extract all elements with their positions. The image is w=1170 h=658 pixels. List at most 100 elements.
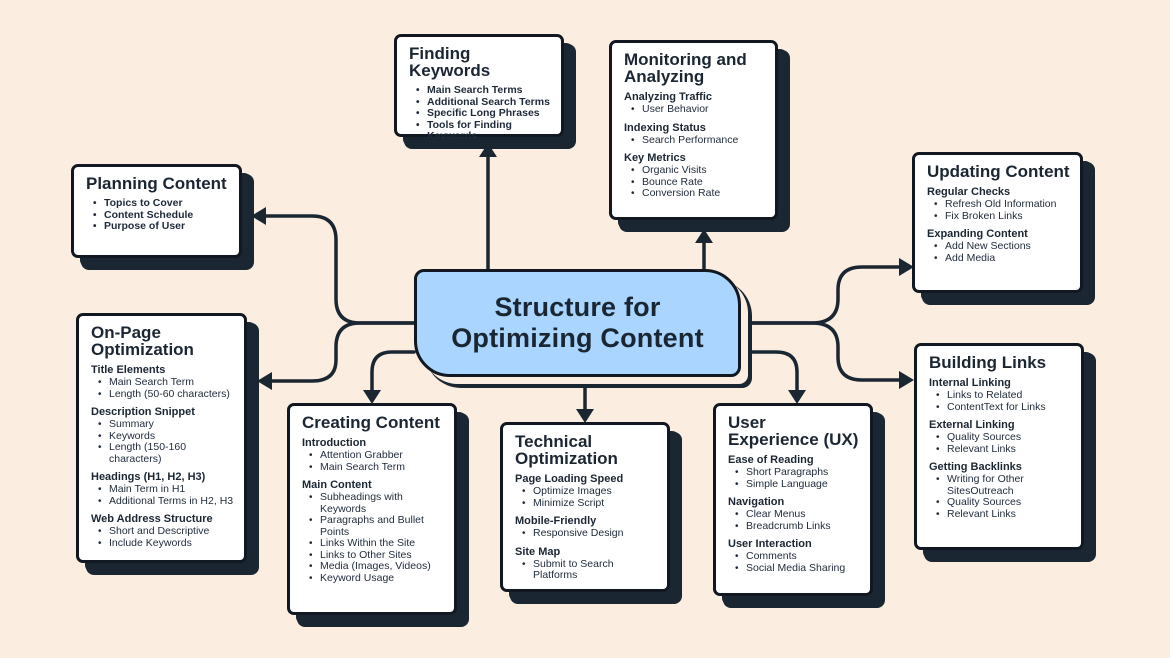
connector-ux [739,350,799,395]
group-list: Quality SourcesRelevant Links [929,431,1071,455]
navigation-group: NavigationClear MenusBreadcrumb Links [728,496,860,532]
group-list: Short ParagraphsSimple Language [728,466,860,491]
arrowhead-planning [251,207,266,225]
group-list: Optimize ImagesMinimize Script [515,485,657,509]
indexing-status-group: Indexing StatusSearch Performance [624,122,765,147]
list-item: User Behavior [624,103,765,116]
ease-of-reading-group: Ease of ReadingShort ParagraphsSimple La… [728,454,860,490]
connector-creating [370,350,416,395]
group-list: Attention GrabberMain Search Term [302,449,444,474]
connector-building [739,321,904,382]
list-item: Search Performance [624,134,765,147]
list-item: Quality Sources [929,496,1071,509]
list-item: Refresh Old Information [927,198,1070,211]
internal-linking-group: Internal LinkingLinks to RelatedContentT… [929,377,1071,413]
list-item: Simple Language [728,478,860,491]
planning-content-card: Planning ContentTopics to CoverContent S… [71,164,242,258]
building-links-title: Building Links [929,353,1047,372]
list-item: Quality Sources [929,431,1071,444]
site-map-group: Site MapSubmit to Search Platforms [515,546,657,582]
updating-title: Updating Content [927,162,1070,181]
main-content-group: Main ContentSubheadings with KeywordsPar… [302,479,444,584]
group-heading: Title Elements [91,364,166,376]
getting-backlinks-group: Getting BacklinksWriting for Other Sites… [929,461,1071,520]
user-experience-card: User Experience (UX) Ease of ReadingShort… [713,403,873,596]
web-address-structure-group: Web Address StructureShort and Descripti… [91,513,234,549]
group-list: SummaryKeywordsLength (150-160 character… [91,418,234,465]
finding-keywords-title: Finding Keywords [409,44,491,80]
group-list: User Behavior [624,103,765,116]
creating-content-card: Creating ContentIntroductionAttention Gr… [287,403,457,615]
list-item: Topics to Cover [86,197,229,210]
connector-planning [260,214,416,325]
list-item: Keyword Usage [302,572,444,585]
list-item: Main Search Term [91,376,234,389]
group-heading: Getting Backlinks [929,461,1022,473]
list-item: Short and Descriptive [91,525,234,538]
list-item: Purpose of User [86,220,229,233]
technical-title: Technical Optimization [515,432,618,468]
list-item: Organic Visits [624,164,765,177]
group-list: Main Term in H1Additional Terms in H2, H… [91,483,234,508]
list-item: Links to Other Sites [302,549,444,562]
onpage-title: On-Page Optimization [91,323,194,359]
group-list: Subheadings with KeywordsParagraphs and … [302,491,444,585]
analyzing-traffic-group: Analyzing TrafficUser Behavior [624,91,765,116]
group-heading: Analyzing Traffic [624,91,713,103]
ux-title: User Experience (UX) [728,413,859,449]
group-heading: Ease of Reading [728,454,814,466]
expanding-content-group: Expanding ContentAdd New SectionsAdd Med… [927,228,1070,264]
list-item: Include Keywords [91,537,234,550]
introduction-group: IntroductionAttention GrabberMain Search… [302,437,444,473]
arrowhead-creating [363,390,381,404]
group-heading: Indexing Status [624,121,706,134]
planning-title: Planning Content [86,174,227,193]
list-item: Social Media Sharing [728,562,860,575]
list-item: Length (150-160 characters) [91,441,234,465]
group-heading: Page Loading Speed [515,473,624,485]
arrowhead-building [899,371,914,389]
list-item: Content Schedule [86,209,229,222]
list-item: Specific Long Phrases [409,107,551,120]
group-list: Refresh Old InformationFix Broken Links [927,198,1070,223]
group-heading: Internal Linking [929,377,1011,389]
list-item: Bounce Rate [624,176,765,189]
list-item: Short Paragraphs [728,466,860,479]
group-heading: User Interaction [728,538,812,550]
group-heading: Description Snippet [91,406,195,418]
list-item: Tools for Finding Keywords [409,119,551,143]
list-item: Optimize Images [515,485,657,498]
connector-onpage [266,321,416,383]
list-item: Clear Menus [728,508,860,521]
finding-keywords-card: Finding KeywordsMain Search TermsAdditio… [394,34,564,142]
group-list: Clear MenusBreadcrumb Links [728,508,860,533]
list-item: Main Search Term [302,461,444,474]
mobile-friendly-group: Mobile-FriendlyResponsive Design [515,515,657,540]
group-heading: Regular Checks [927,186,1011,198]
list-item: ContentText for Links [929,401,1071,414]
group-heading: Mobile-Friendly [515,515,597,527]
arrowhead-monitoring [695,229,713,243]
list-item: Keywords [91,430,234,443]
list-item: Additional Terms in H2, H3 [91,495,234,508]
group-heading: Introduction [302,437,367,449]
creating-title: Creating Content [302,413,440,432]
group-list: Organic VisitsBounce RateConversion Rate [624,164,765,200]
list-item: Submit to Search Platforms [515,558,657,582]
finding-keywords-list: Main Search TermsAdditional Search Terms… [409,84,551,143]
group-list: Responsive Design [515,527,657,540]
title-elements-group: Title ElementsMain Search TermLength (50… [91,364,234,400]
group-list: Writing for Other SitesOutreachQuality S… [929,473,1071,520]
list-item: Breadcrumb Links [728,520,860,533]
group-list: CommentsSocial Media Sharing [728,550,860,575]
group-list: Search Performance [624,134,765,147]
list-item: Fix Broken Links [927,210,1070,223]
list-item: Add Media [927,252,1070,265]
list-item: Links Within the Site [302,537,444,550]
group-heading: Web Address Structure [91,513,213,525]
group-list: Main Search TermLength (50-60 characters… [91,376,234,400]
page-loading-speed-group: Page Loading SpeedOptimize ImagesMinimiz… [515,473,657,509]
